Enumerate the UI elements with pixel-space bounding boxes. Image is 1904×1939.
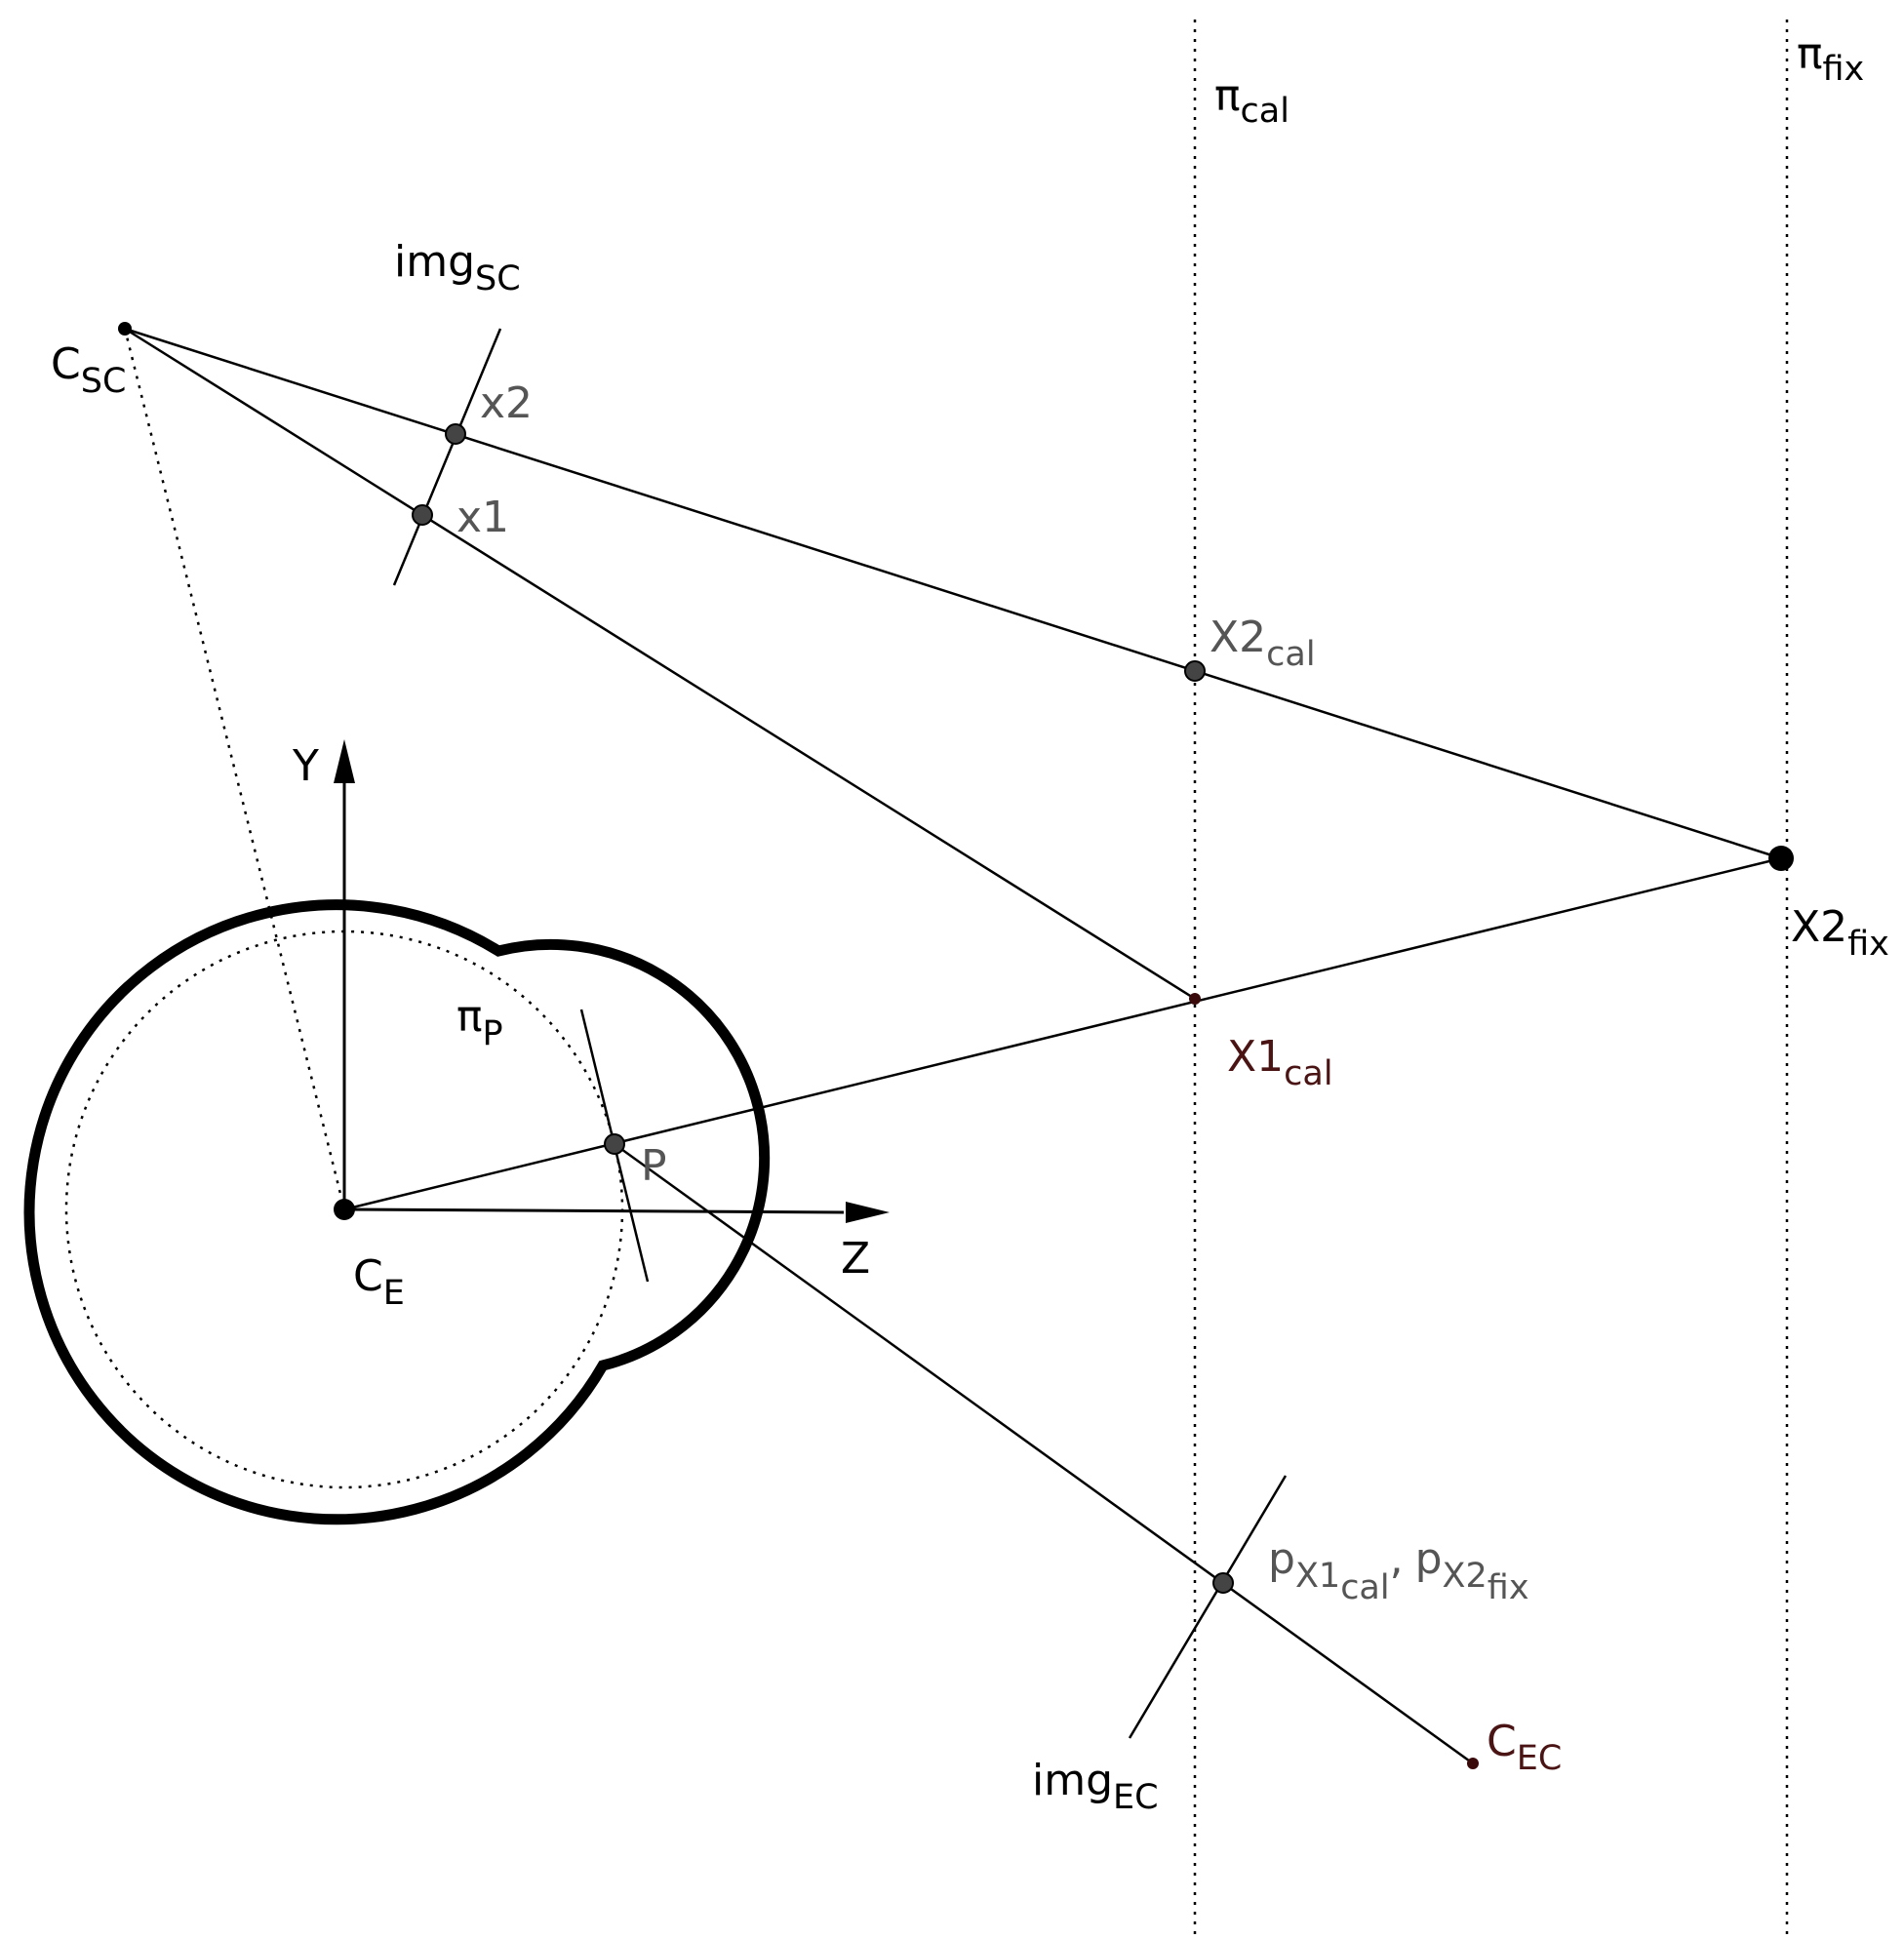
eyeball-outline	[23, 899, 771, 1525]
point-x2-fix	[1768, 846, 1794, 871]
point-p	[604, 1133, 625, 1155]
label-pi-p: πP	[456, 992, 503, 1053]
label-x1: x1	[456, 493, 509, 542]
z-axis-arrow	[846, 1202, 890, 1223]
label-pi-cal: πcal	[1214, 71, 1289, 131]
point-x1	[412, 504, 433, 526]
label-img-sc: imgSC	[394, 237, 521, 298]
label-c-sc: CSC	[51, 339, 126, 401]
point-c-e	[334, 1199, 355, 1220]
label-projection: pX1cal,pX2fix	[1268, 1534, 1529, 1607]
label-c-e: CE	[353, 1251, 405, 1313]
point-projection	[1212, 1572, 1234, 1594]
label-z-axis: Z	[841, 1234, 870, 1284]
ray-csc-x1cal	[124, 327, 1196, 1001]
point-x2-cal	[1184, 660, 1206, 682]
label-y-axis: Y	[292, 741, 319, 791]
point-c-sc	[118, 322, 132, 336]
label-x2-cal: X2cal	[1210, 613, 1316, 674]
z-axis	[343, 1207, 845, 1214]
label-x2-fix: X2fix	[1791, 902, 1889, 964]
ray-csc-x2fix	[124, 327, 1782, 860]
label-p: P	[641, 1141, 667, 1191]
ray-p-cec	[614, 1142, 1474, 1765]
y-axis-arrow	[334, 739, 355, 783]
image-plane-sc	[392, 328, 502, 586]
label-img-ec: imgEC	[1032, 1756, 1159, 1817]
ray-ce-x2fix	[343, 856, 1782, 1211]
label-c-ec: CEC	[1487, 1717, 1562, 1778]
image-plane-ec	[1128, 1475, 1288, 1739]
label-pi-fix: πfix	[1797, 29, 1864, 89]
label-x2: x2	[480, 378, 533, 428]
point-x2	[445, 423, 466, 445]
point-c-ec	[1467, 1758, 1479, 1769]
label-x1-cal: X1cal	[1227, 1032, 1333, 1093]
point-x1-cal	[1189, 993, 1201, 1005]
